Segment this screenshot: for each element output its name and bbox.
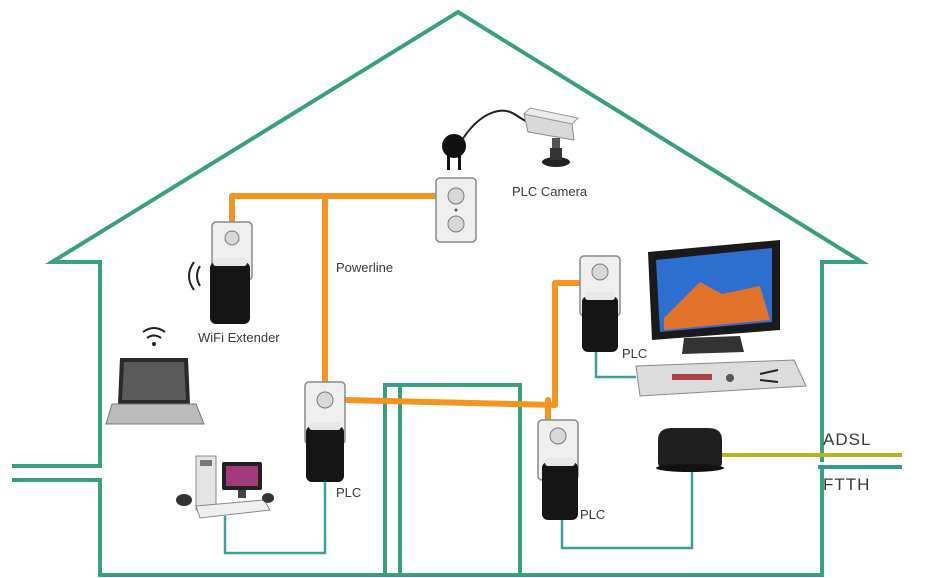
- ethernet-cables: [223, 352, 694, 555]
- camera-plug: [442, 109, 529, 170]
- powerline-wiring: [229, 193, 593, 431]
- plc-tv-label: PLC: [622, 346, 647, 361]
- camera-wall-outlet: [435, 177, 477, 243]
- ftth-label: FTTH: [823, 475, 870, 494]
- router-modem: [656, 428, 724, 472]
- laptop: [105, 327, 205, 425]
- powerline-label: Powerline: [336, 260, 393, 275]
- adsl-label: ADSL: [823, 430, 871, 449]
- plc-router-label: PLC: [580, 507, 605, 522]
- plc-main-label: PLC: [336, 485, 361, 500]
- laptop-wifi-icon: [142, 327, 166, 339]
- television: [648, 240, 780, 354]
- wifi-extender-label: WiFi Extender: [198, 330, 280, 345]
- desktop-computer: [176, 455, 274, 519]
- plc-adapter-tv: [579, 255, 621, 352]
- house-walls: [12, 9, 870, 577]
- plc-adapter-router: [537, 419, 579, 520]
- wifi-extender-device: [210, 221, 253, 324]
- plc-camera-label: PLC Camera: [512, 184, 588, 199]
- wifi-signal-icon: [188, 261, 201, 291]
- set-top-box: [635, 359, 807, 397]
- plc-adapter-main: [304, 381, 346, 482]
- plc-camera: [522, 107, 580, 167]
